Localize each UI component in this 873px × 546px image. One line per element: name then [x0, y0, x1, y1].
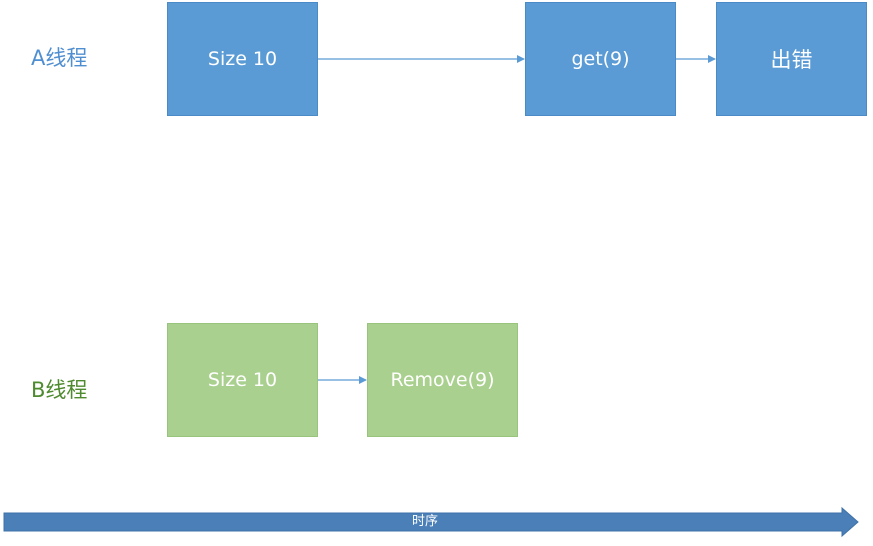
lane-a-label: A线程	[31, 46, 88, 70]
lane-a-step-error-box: 出错	[716, 2, 867, 116]
lane-b-step-remove-box: Remove(9)	[367, 323, 518, 437]
lane-a-step-size-box: Size 10	[167, 2, 318, 116]
lane-a-step-get-box: get(9)	[525, 2, 676, 116]
timeline-label: 时序	[412, 514, 439, 529]
lane-b-step-size-box: Size 10	[167, 323, 318, 437]
lane-b-label: B线程	[31, 378, 88, 402]
